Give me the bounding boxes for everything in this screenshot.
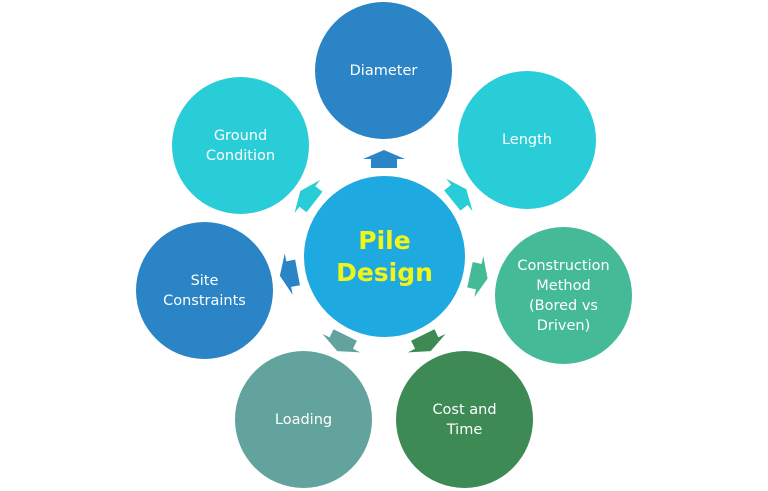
node-ground-condition: Ground Condition <box>172 77 309 214</box>
node-label: Cost and Time <box>432 401 497 438</box>
arrow-loading <box>322 329 361 353</box>
node-label: Site Constraints <box>163 272 246 309</box>
arrow-shape <box>322 329 361 353</box>
arrow-shape <box>279 253 300 295</box>
node-label: Loading <box>274 411 333 428</box>
arrow-cost-and-time <box>407 329 446 353</box>
node-length: Length <box>458 71 596 209</box>
arrow-site-constraints <box>279 253 300 295</box>
arrow-shape <box>407 329 446 353</box>
node-label: Diameter <box>349 62 418 79</box>
arrow-length <box>444 178 473 212</box>
arrow-ground-condition <box>294 179 323 214</box>
node-loading: Loading <box>235 351 372 488</box>
arrow-construction-method <box>467 256 488 298</box>
arrow-shape <box>444 178 473 212</box>
node-site-constraints: Site Constraints <box>136 222 273 359</box>
node-label: Construction Method (Bored vs Driven) <box>517 257 610 334</box>
node-diameter: Diameter <box>315 2 452 139</box>
arrow-shape <box>294 179 323 214</box>
center-node-pile-design: Pile Design <box>304 176 465 337</box>
node-construction-method: Construction Method (Bored vs Driven) <box>495 227 632 364</box>
arrow-shape <box>467 256 488 298</box>
arrow-diameter <box>363 150 405 168</box>
node-cost-and-time: Cost and Time <box>396 351 533 488</box>
arrow-shape <box>363 150 405 168</box>
node-label: Length <box>501 132 552 148</box>
node-label: Ground Condition <box>205 127 276 164</box>
center-label: Pile Design <box>336 225 433 287</box>
